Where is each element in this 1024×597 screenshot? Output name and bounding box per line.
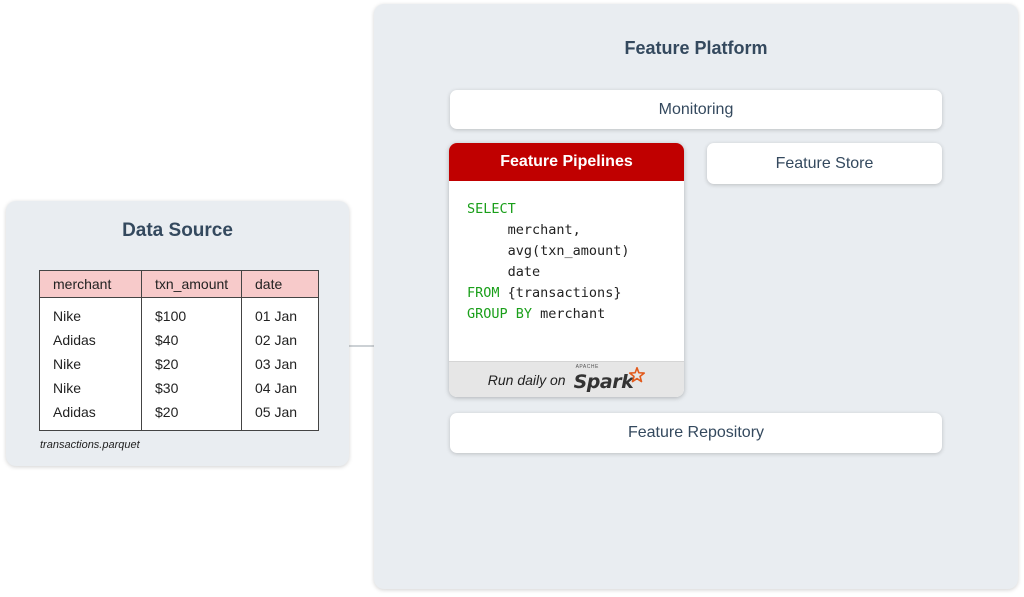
cell-merchant: Nike <box>39 376 142 400</box>
spark-logo-wordmark: Spark <box>573 370 634 393</box>
feature-pipelines-card: Feature Pipelines SELECT merchant, avg(t… <box>449 143 684 397</box>
cell-merchant: Nike <box>39 352 142 376</box>
sql-group-arg: merchant <box>540 306 606 322</box>
cell-date: 01 Jan <box>241 297 319 328</box>
sql-keyword-from: FROM <box>467 285 500 301</box>
cell-txn-amount: $30 <box>141 376 242 400</box>
feature-platform-title: Feature Platform <box>624 38 768 58</box>
table-row: Nike $100 01 Jan <box>39 297 319 328</box>
sql-from-arg: {transactions} <box>507 285 622 301</box>
cell-txn-amount: $100 <box>141 297 242 328</box>
spark-logo-apache-tag: APACHE <box>575 363 599 370</box>
cell-date: 03 Jan <box>241 352 319 376</box>
column-header-merchant: merchant <box>39 270 142 298</box>
cell-merchant: Adidas <box>39 328 142 352</box>
table-row: Nike $30 04 Jan <box>39 376 319 400</box>
file-name-label: transactions.parquet <box>40 439 140 451</box>
sql-keyword-select: SELECT <box>467 201 516 217</box>
sql-line: avg(txn_amount) <box>507 243 630 259</box>
sql-code-block: SELECT merchant, avg(txn_amount) date FR… <box>449 181 684 325</box>
cell-date: 04 Jan <box>241 376 319 400</box>
cell-txn-amount: $20 <box>141 352 242 376</box>
cell-txn-amount: $40 <box>141 328 242 352</box>
sql-line: date <box>507 264 541 280</box>
sql-line: merchant, <box>507 222 581 238</box>
column-header-date: date <box>241 270 319 298</box>
cell-merchant: Nike <box>39 297 142 328</box>
table-header-row: merchant txn_amount date <box>39 270 319 298</box>
monitoring-box: Monitoring <box>450 90 942 129</box>
spark-star-icon <box>629 366 646 382</box>
cell-date: 05 Jan <box>241 400 319 431</box>
table-row: Adidas $40 02 Jan <box>39 328 319 352</box>
cell-txn-amount: $20 <box>141 400 242 431</box>
feature-platform-panel: Feature Platform Monitoring Feature Stor… <box>374 4 1018 589</box>
feature-pipelines-header: Feature Pipelines <box>449 143 684 181</box>
table-row: Adidas $20 05 Jan <box>39 400 319 431</box>
cell-date: 02 Jan <box>241 328 319 352</box>
feature-store-box: Feature Store <box>707 143 942 184</box>
sql-keyword-group-by: GROUP BY <box>467 306 533 322</box>
table-row: Nike $20 03 Jan <box>39 352 319 376</box>
cell-merchant: Adidas <box>39 400 142 431</box>
data-source-panel: Data Source merchant txn_amount date Nik… <box>6 201 349 466</box>
transactions-table: merchant txn_amount date Nike $100 01 Ja… <box>39 270 319 431</box>
data-source-title: Data Source <box>122 220 233 241</box>
run-schedule-footer: Run daily on APACHE Spark <box>449 361 684 397</box>
spark-logo: APACHE Spark <box>573 363 646 393</box>
column-header-txn-amount: txn_amount <box>141 270 242 298</box>
feature-repository-box: Feature Repository <box>450 413 942 453</box>
run-schedule-label: Run daily on <box>487 371 566 388</box>
